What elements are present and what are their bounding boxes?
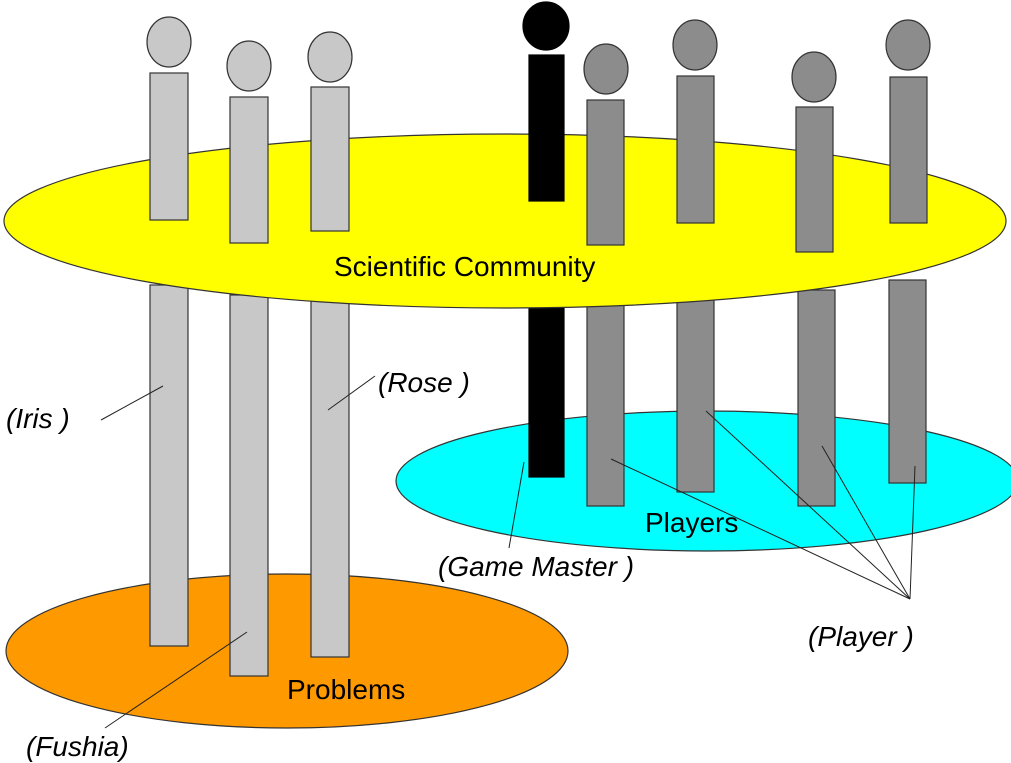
- iris-head: [146, 16, 192, 68]
- rose-leader: [327, 375, 376, 411]
- rose-head: [307, 31, 353, 83]
- player-leader-2: [705, 410, 911, 600]
- player-2-leg: [676, 294, 715, 493]
- iris-label: (Iris ): [6, 403, 70, 434]
- player-label: (Player ): [808, 621, 914, 652]
- game-master-body: [528, 54, 565, 202]
- lower-legs: [149, 279, 927, 677]
- problems-label: Problems: [287, 674, 405, 705]
- leader-lines: [100, 375, 916, 729]
- players-label: Players: [645, 507, 738, 538]
- player-leader-1: [610, 458, 911, 600]
- fushia-body: [229, 96, 269, 244]
- game-master-leg: [528, 299, 565, 478]
- player-3-body: [795, 106, 834, 253]
- upper-bodies: [146, 1, 931, 253]
- player-4-head: [885, 19, 931, 71]
- player-2-head: [672, 19, 718, 71]
- iris-leg: [149, 284, 189, 647]
- player-leader-4: [909, 465, 916, 600]
- rose-body: [310, 86, 350, 232]
- rose-leg: [310, 294, 350, 658]
- game-master-leader: [508, 461, 525, 549]
- player-leader-3: [821, 445, 911, 600]
- fushia-leader: [104, 631, 248, 729]
- iris-leader: [100, 385, 164, 421]
- player-3-head: [791, 51, 837, 103]
- iris-body: [149, 72, 189, 221]
- player-4-body: [889, 76, 928, 224]
- player-1-head: [583, 43, 629, 95]
- player-1-leg: [586, 299, 625, 507]
- player-3-leg: [797, 289, 836, 507]
- fushia-leg: [229, 294, 269, 677]
- player-1-body: [586, 99, 625, 246]
- rose-label: (Rose ): [378, 367, 470, 398]
- game-master-head: [522, 1, 570, 51]
- problems-plane: [5, 573, 569, 729]
- player-2-body: [676, 75, 715, 224]
- fushia-head: [226, 40, 272, 92]
- game-master-label: (Game Master ): [438, 551, 634, 582]
- fushia-label: (Fushia): [26, 731, 129, 762]
- community-label: Scientific Community: [334, 251, 595, 282]
- player-4-leg: [888, 279, 927, 484]
